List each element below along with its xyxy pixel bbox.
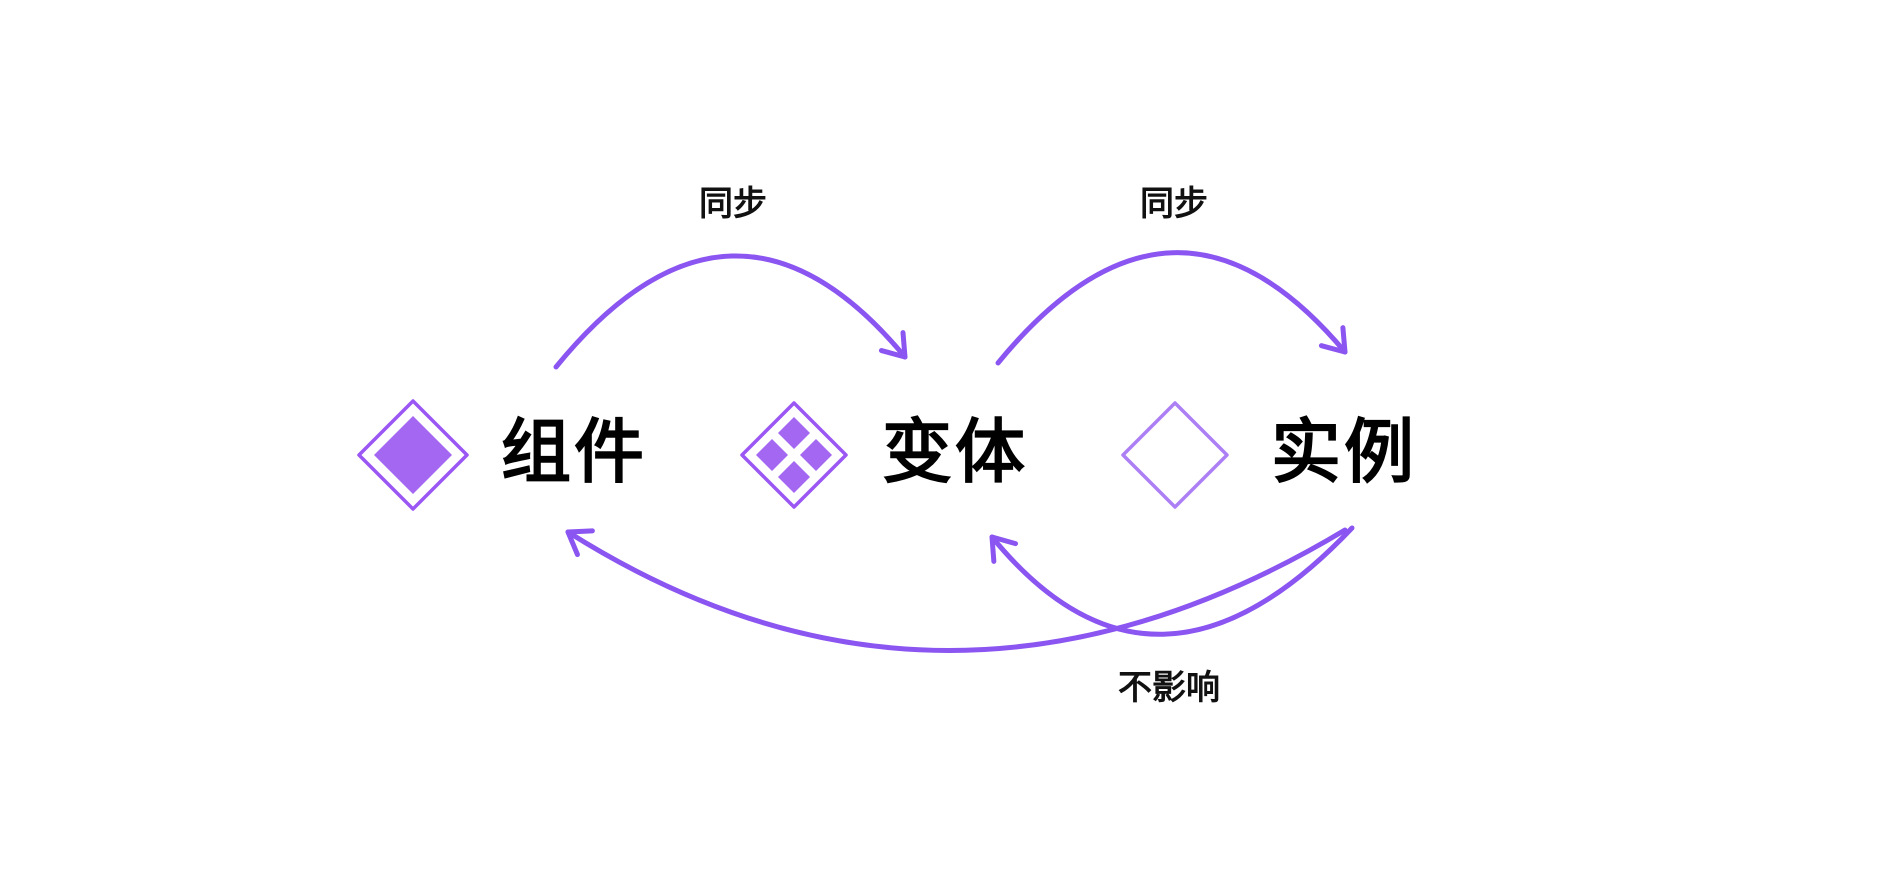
- variant-icon-dot-right: [800, 439, 832, 471]
- edge-label-sync-right: 同步: [1140, 185, 1208, 223]
- edge-label-no-effect: 不影响: [1118, 669, 1220, 707]
- component-icon-fill: [374, 416, 452, 494]
- noeffect-arrow-instance-to-component: [565, 527, 1348, 653]
- variant-icon: [740, 401, 848, 509]
- sync-arrow-variant-to-instance: [995, 250, 1348, 366]
- edge-label-sync-left: 同步: [699, 185, 767, 223]
- component-icon: [357, 399, 469, 511]
- variant-icon-dot-top: [778, 417, 810, 449]
- instance-icon: [1121, 401, 1229, 509]
- noeffect-arrow-instance-to-variant: [989, 525, 1355, 637]
- variant-icon-outline: [740, 401, 848, 509]
- node-label-component: 组件: [501, 413, 647, 491]
- node-label-instance: 实例: [1271, 413, 1417, 491]
- component-icon-outline: [357, 399, 469, 511]
- node-label-variant: 变体: [882, 413, 1028, 491]
- variant-icon-dot-left: [756, 439, 788, 471]
- sync-arrow-component-to-variant: [553, 253, 908, 370]
- instance-icon-outline: [1121, 401, 1229, 509]
- variant-icon-dot-bottom: [778, 461, 810, 493]
